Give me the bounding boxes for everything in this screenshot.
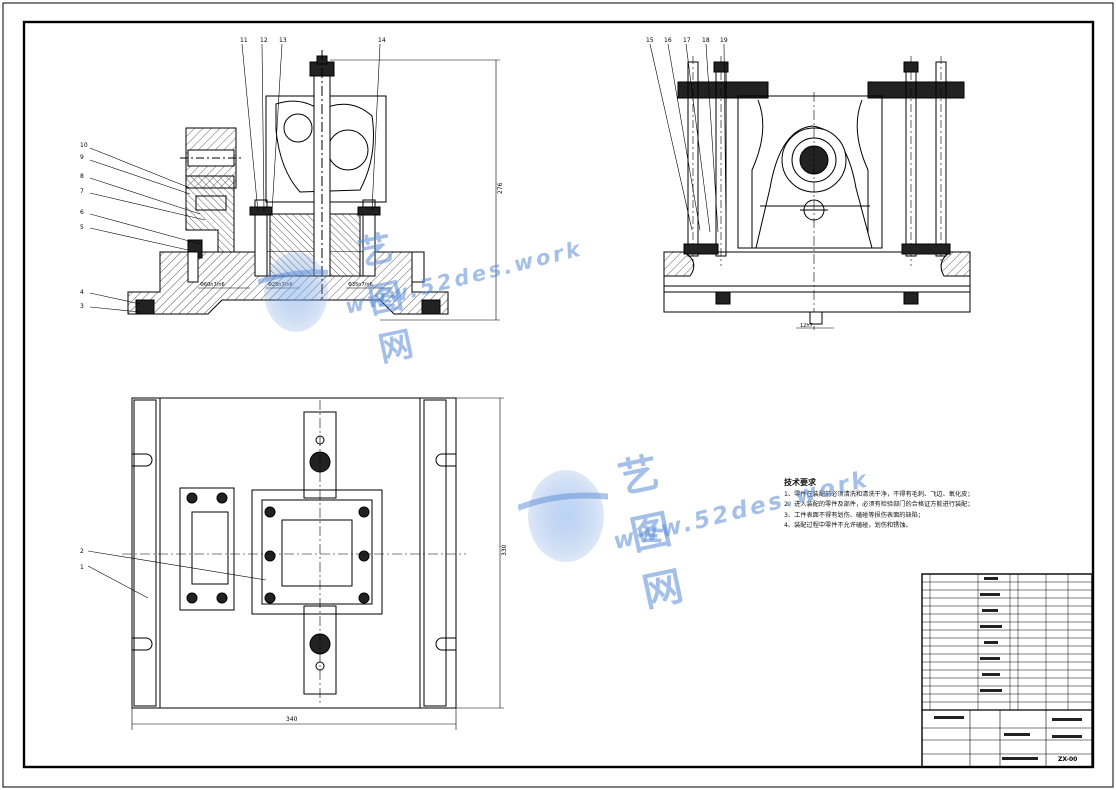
- front-section-view: [127, 50, 500, 321]
- callout-6: 6: [80, 209, 84, 216]
- side-base: [663, 251, 971, 313]
- note-line-1: 1、零件在装配前必须清洗和清洗干净，不得有毛刺、飞边、氧化皮；: [784, 491, 974, 499]
- callout-13: 13: [279, 37, 287, 44]
- side-view: [663, 56, 971, 330]
- callout-9: 9: [80, 154, 84, 161]
- plan-view: [122, 397, 504, 730]
- front-leaders: [89, 43, 381, 313]
- dim-fit-mid: Φ25n7/n6: [268, 282, 293, 288]
- callout-14: 14: [378, 37, 386, 44]
- note-line-3: 3、工件表面不得有划伤、磕碰等损伤表面的缺陷；: [784, 511, 925, 519]
- callout-17: 17: [683, 37, 691, 44]
- bom-rows: [922, 574, 1092, 710]
- spindle: [313, 71, 331, 277]
- callout-3: 3: [80, 303, 84, 310]
- plan-left-block: [179, 487, 235, 611]
- side-top-bar-left: [677, 81, 769, 99]
- callout-1: 1: [80, 564, 84, 571]
- title-block: [921, 573, 1093, 768]
- side-workpiece: [737, 95, 883, 249]
- callout-11: 11: [240, 37, 248, 44]
- plan-center-housing: [251, 489, 383, 615]
- callout-2: 2: [80, 548, 84, 555]
- side-leaders: [649, 43, 727, 233]
- drawing-number: ZX-00: [1058, 756, 1077, 763]
- dim-height-front: 276: [497, 182, 504, 194]
- technical-notes: 技术要求 1、零件在装配前必须清洗和清洗干净，不得有毛刺、飞边、氧化皮； 2、进…: [784, 478, 994, 531]
- note-line-2: 2、进入装配的零件及部件，必须有检验部门的合格证方能进行装配；: [784, 501, 974, 509]
- plan-leaders: [87, 550, 267, 599]
- callout-12: 12: [260, 37, 268, 44]
- callout-18: 18: [702, 37, 710, 44]
- callout-16: 16: [664, 37, 672, 44]
- notes-heading: 技术要求: [784, 478, 816, 487]
- callout-15: 15: [646, 37, 654, 44]
- dim-fit-left: Φ60n7/n6: [200, 282, 225, 288]
- dim-fit-side: 12h7: [800, 323, 813, 329]
- inner-border: [22, 20, 1095, 769]
- note-line-4: 4、装配过程中零件不允许磕碰，划伤和锈蚀。: [784, 521, 912, 529]
- plan-base-plate: [131, 397, 457, 709]
- callout-5: 5: [80, 224, 84, 231]
- callout-4: 4: [80, 289, 84, 296]
- dim-width-plan: 340: [286, 716, 298, 723]
- callout-19: 19: [720, 37, 728, 44]
- workpiece: [265, 95, 387, 203]
- callout-8: 8: [80, 173, 84, 180]
- dim-fit-right: Φ35n7/n6: [348, 282, 373, 288]
- dim-height-plan: 330: [501, 544, 508, 556]
- callout-7: 7: [80, 188, 84, 195]
- callout-10: 10: [80, 142, 88, 149]
